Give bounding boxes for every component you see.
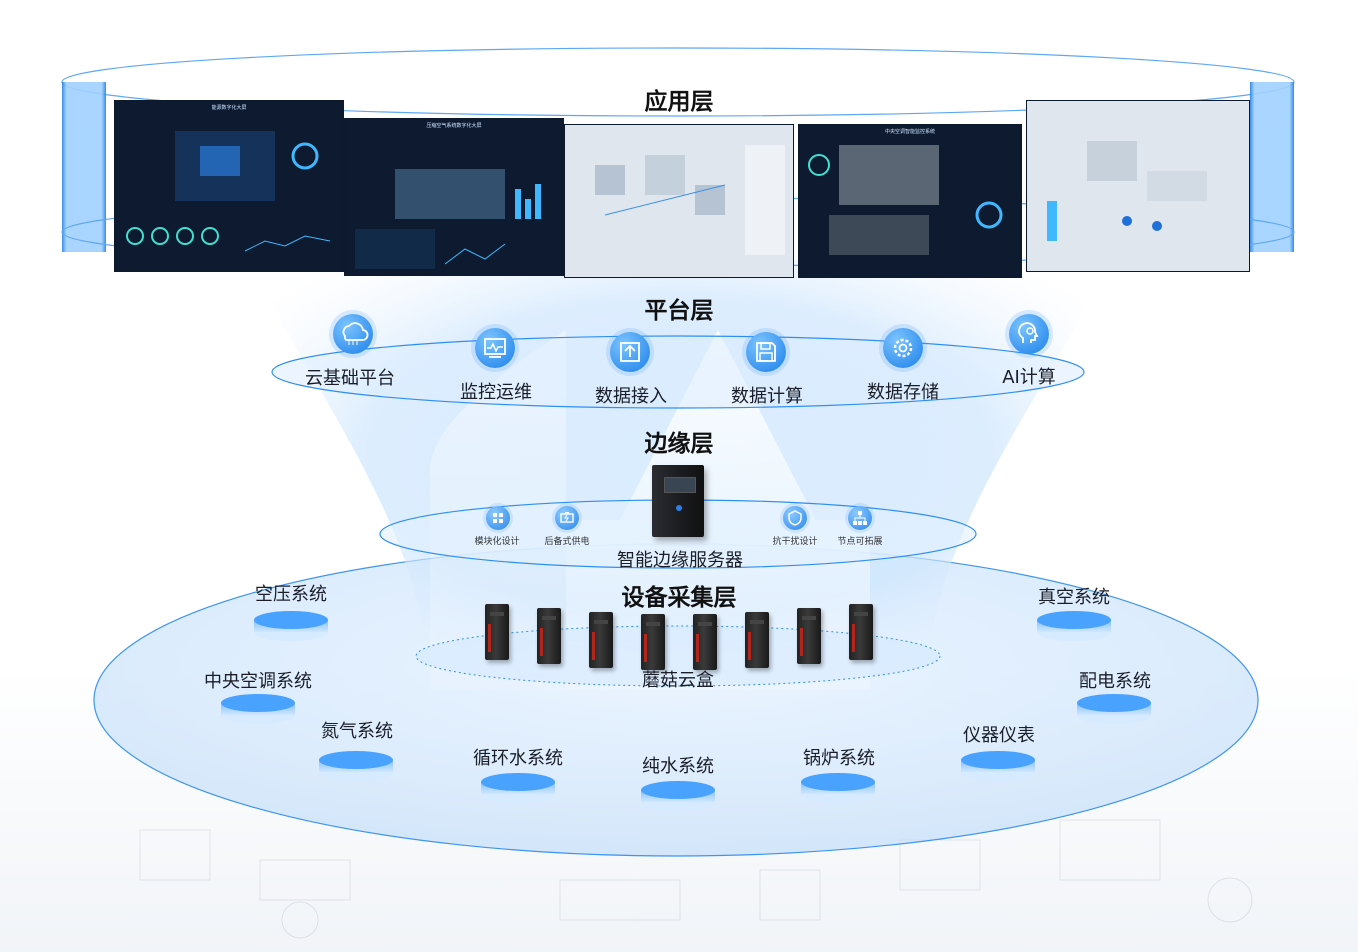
factory-backdrop bbox=[139, 819, 1253, 939]
app-ring-right-side bbox=[1250, 82, 1294, 252]
system-label-circulating-water: 循环水系统 bbox=[473, 748, 563, 769]
system-label-instruments: 仪器仪表 bbox=[963, 725, 1035, 746]
system-label-pure-water: 纯水系统 bbox=[642, 756, 714, 777]
cloud-box-device bbox=[641, 614, 665, 670]
ai-brain-icon bbox=[1009, 314, 1049, 354]
app-screen-3[interactable] bbox=[564, 124, 794, 278]
data-upload-icon bbox=[610, 332, 650, 372]
cloud-box-label: 蘑菇云盒 bbox=[642, 670, 714, 691]
floppy-disk-icon bbox=[746, 332, 786, 372]
cloud-box-device bbox=[849, 604, 873, 660]
system-label-vacuum: 真空系统 bbox=[1038, 587, 1110, 608]
cloud-box-device bbox=[537, 608, 561, 664]
screen-graphics bbox=[355, 169, 541, 269]
edge-feature-label: 模块化设计 bbox=[474, 537, 520, 547]
shield-icon bbox=[783, 506, 807, 530]
cloud-box-device bbox=[485, 604, 509, 660]
screen-graphics bbox=[1047, 141, 1207, 241]
edge-feature-label: 节点可拓展 bbox=[837, 537, 883, 547]
gear-cog-icon bbox=[883, 328, 923, 368]
cloud-box-device bbox=[693, 614, 717, 670]
edge-feature-label: 抗干扰设计 bbox=[772, 537, 818, 547]
screen-title: 中央空调智能监控系统 bbox=[884, 129, 935, 135]
system-label-boiler: 锅炉系统 bbox=[803, 748, 875, 769]
cloud-box-device bbox=[797, 608, 821, 664]
platform-item-label: 数据存储 bbox=[867, 382, 939, 403]
monitor-chart-icon bbox=[475, 328, 515, 368]
edge-layer-title: 边缘层 bbox=[644, 431, 714, 457]
edge-feature-label: 后备式供电 bbox=[544, 537, 590, 547]
cloud-network-icon bbox=[333, 314, 373, 354]
cloud-box-device bbox=[589, 612, 613, 668]
platform-item-label: 监控运维 bbox=[460, 382, 532, 403]
system-label-air-compressor: 空压系统 bbox=[255, 584, 327, 605]
edge-server-device bbox=[652, 465, 704, 537]
system-label-nitrogen: 氮气系统 bbox=[321, 721, 393, 742]
device-layer-title: 设备采集层 bbox=[621, 585, 737, 611]
screen-graphics bbox=[126, 131, 331, 252]
platform-item-label: AI计算 bbox=[1002, 367, 1056, 388]
system-label-power-distribution: 配电系统 bbox=[1079, 671, 1151, 692]
node-tree-icon bbox=[848, 506, 872, 530]
cloud-box-device bbox=[745, 612, 769, 668]
platform-item-label: 数据计算 bbox=[731, 386, 803, 407]
platform-layer-title: 平台层 bbox=[644, 298, 714, 324]
app-screen-5[interactable] bbox=[1026, 100, 1250, 272]
system-cylinders bbox=[221, 611, 1151, 811]
screen-title: 能源数字化大屏 bbox=[211, 105, 247, 111]
app-screen-1[interactable]: 能源数字化大屏 bbox=[114, 100, 344, 272]
system-label-hvac: 中央空调系统 bbox=[204, 671, 312, 692]
platform-item-label: 云基础平台 bbox=[305, 368, 395, 389]
screen-graphics bbox=[808, 145, 1003, 255]
battery-icon bbox=[555, 506, 579, 530]
platform-item-label: 数据接入 bbox=[595, 386, 667, 407]
app-screen-2[interactable]: 压缩空气系统数字化大屏 bbox=[344, 118, 564, 276]
screen-title: 压缩空气系统数字化大屏 bbox=[426, 123, 482, 129]
modules-grid-icon bbox=[486, 506, 510, 530]
app-ring-left-side bbox=[62, 82, 106, 252]
application-layer-title: 应用层 bbox=[644, 89, 714, 115]
edge-server-label: 智能边缘服务器 bbox=[617, 550, 743, 571]
screen-graphics bbox=[595, 145, 785, 255]
app-screen-4[interactable]: 中央空调智能监控系统 bbox=[798, 124, 1022, 278]
